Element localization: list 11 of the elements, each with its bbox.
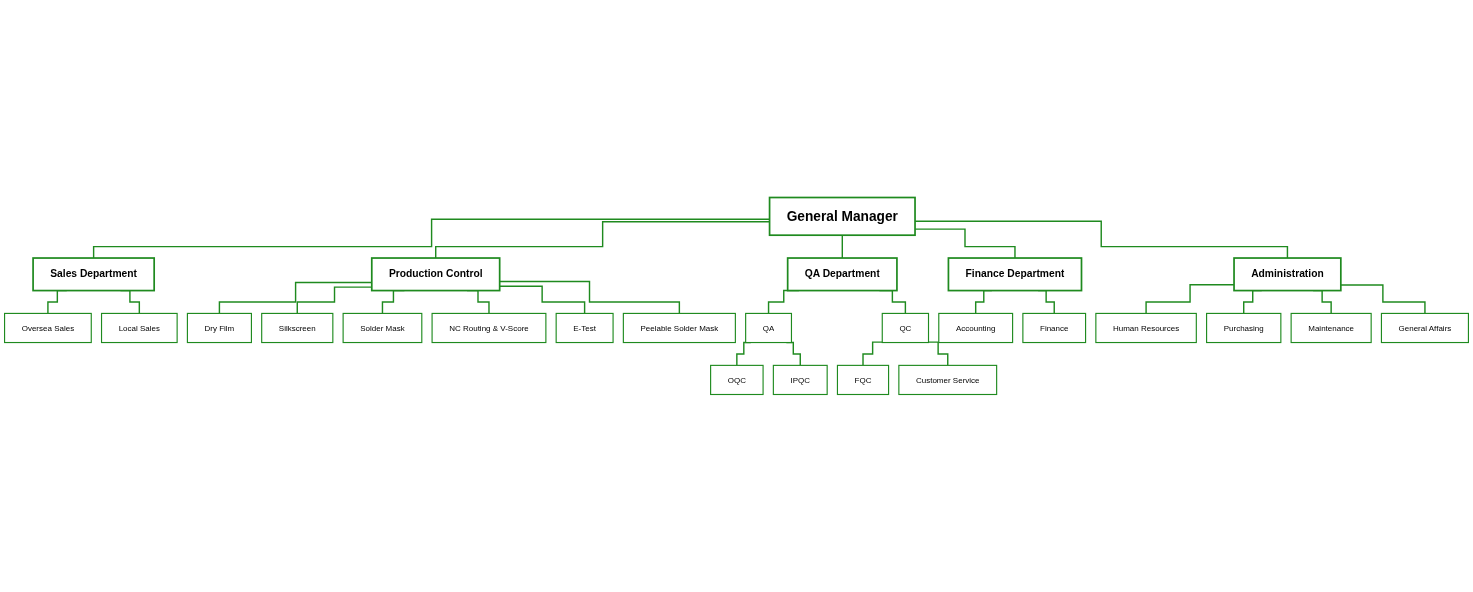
connector <box>862 341 883 367</box>
connector <box>841 234 843 259</box>
node-box: Administration <box>1233 257 1342 292</box>
node-box: Production Control <box>370 257 501 292</box>
node-box: QA Department <box>786 257 898 292</box>
node-box: Sales Department <box>32 257 155 292</box>
connector <box>1145 284 1235 315</box>
connector <box>927 341 949 367</box>
connector <box>1340 284 1426 315</box>
node-box: General Manager <box>768 196 916 237</box>
node-box: Finance Department <box>947 257 1083 292</box>
